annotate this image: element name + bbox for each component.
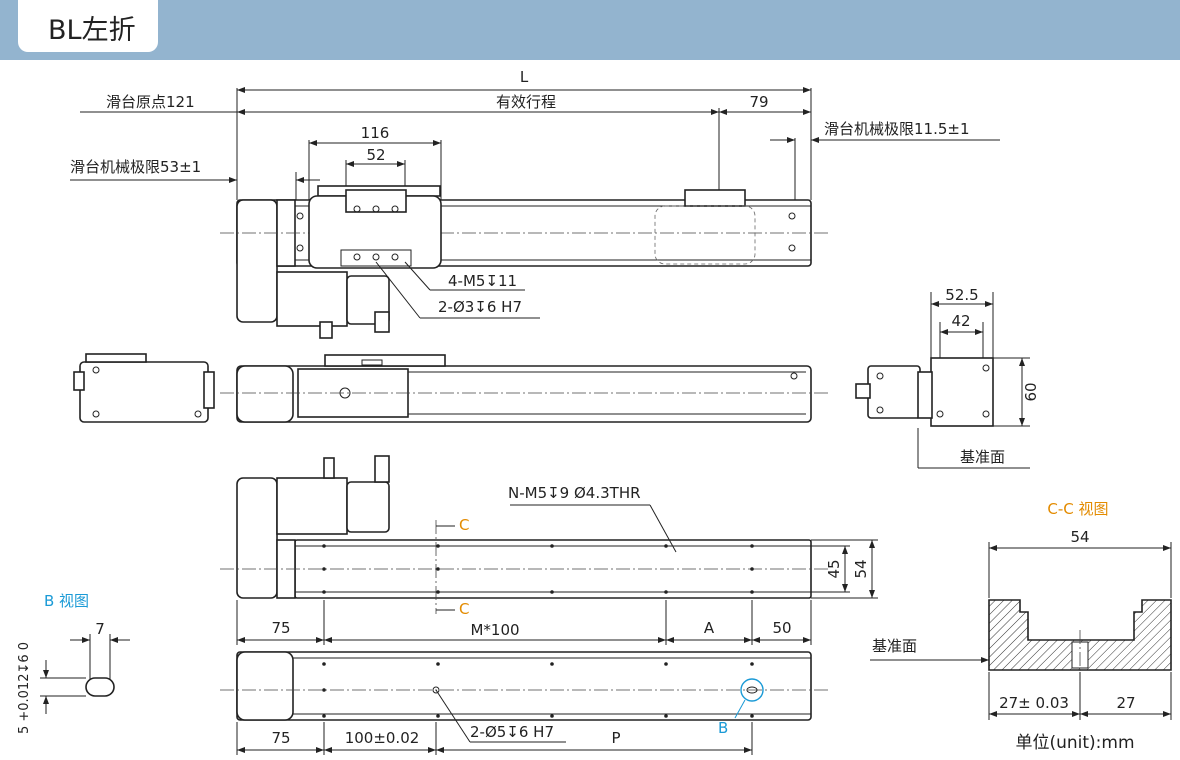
label-datum-end: 基准面: [960, 448, 1005, 466]
dim-50: 50: [772, 619, 791, 637]
section-c-top: C: [459, 516, 469, 534]
dim-54: 54: [852, 559, 870, 578]
dim-section-54: 54: [1070, 528, 1089, 546]
dim-27-tol: 27± 0.03: [999, 694, 1069, 712]
top-view: L 滑台原点121 有效行程 79 滑台机械极限11.5±1 116 52 滑台…: [70, 68, 1000, 339]
title-tab: BL左折: [18, 0, 158, 52]
dim-pitch: 100±0.02: [345, 729, 420, 747]
dim-A: A: [704, 619, 715, 637]
dim-79: 79: [749, 93, 768, 111]
dim-P: P: [611, 729, 620, 747]
b-view: B 视图 7 5 +0.012↧6 0: [17, 592, 130, 734]
section-title: C-C 视图: [1047, 500, 1108, 518]
dim-45: 45: [825, 559, 843, 578]
bottom-view: C C N-M5↧9 Ø4.3THR 45 54 75 M*100 A 50: [220, 455, 878, 645]
dim-L: L: [520, 68, 529, 86]
dim-7: 7: [95, 620, 105, 638]
dim-mech-limit-left: 滑台机械极限53±1: [70, 158, 201, 176]
dim-75-base: 75: [271, 729, 290, 747]
base-view: B 2-Ø5↧6 H7 75 100±0.02 P: [220, 651, 830, 755]
dim-stroke: 有效行程: [496, 93, 556, 111]
dim-60: 60: [1022, 382, 1040, 401]
label-pins: 2-Ø5↧6 H7: [470, 723, 554, 741]
label-pin-holes: 2-Ø3↧6 H7: [438, 298, 522, 316]
label-mounting-holes: N-M5↧9 Ø4.3THR: [508, 484, 641, 502]
dim-m100: M*100: [470, 621, 519, 639]
label-b-marker: B: [718, 719, 728, 737]
end-view: 52.5 42 60 基准面: [855, 286, 1040, 469]
b-view-title: B 视图: [44, 592, 89, 610]
dim-42: 42: [951, 312, 970, 330]
side-view: [73, 353, 830, 423]
label-tap-holes: 4-M5↧11: [448, 272, 517, 290]
dim-origin: 滑台原点121: [106, 93, 195, 111]
dim-27: 27: [1116, 694, 1135, 712]
header-bar: BL左折: [0, 0, 1180, 60]
dim-mech-limit-right: 滑台机械极限11.5±1: [824, 120, 970, 138]
section-view: C-C 视图 54 基准面 27± 0.03 27 单位(unit):mm: [870, 500, 1172, 753]
dim-52-5: 52.5: [945, 286, 978, 304]
page-title: BL左折: [48, 15, 136, 46]
label-datum-section: 基准面: [872, 637, 917, 655]
dim-52: 52: [366, 146, 385, 164]
dim-116: 116: [361, 124, 390, 142]
dim-slot-tol: 5 +0.012↧6 0: [17, 642, 32, 734]
section-c-bottom: C: [459, 600, 469, 618]
units-label: 单位(unit):mm: [1015, 733, 1134, 753]
dim-75-bottom: 75: [271, 619, 290, 637]
